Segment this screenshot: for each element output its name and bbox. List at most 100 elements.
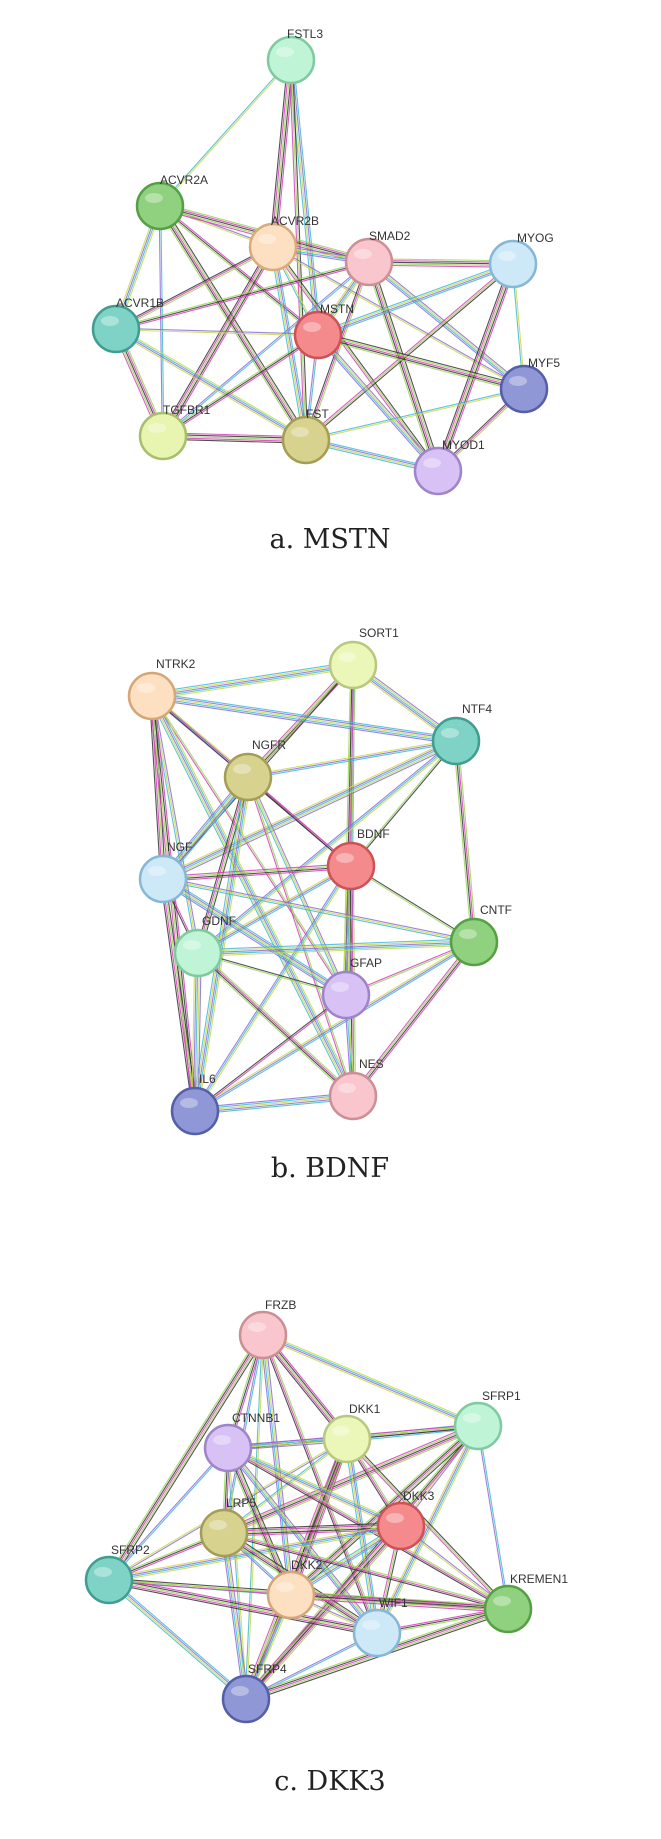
node-tgfbr1[interactable] — [138, 411, 188, 461]
node-label-sort1: SORT1 — [359, 626, 399, 640]
node-acvr1b[interactable] — [91, 304, 141, 354]
node-highlight — [291, 427, 309, 437]
node-lrp5[interactable] — [199, 1508, 249, 1558]
node-myf5[interactable] — [499, 364, 549, 414]
bdnf-edges — [148, 661, 477, 1115]
node-mstn[interactable] — [293, 310, 343, 360]
edge-bdnf-gdnf — [196, 864, 353, 955]
node-label-bdnf: BDNF — [357, 827, 390, 841]
edge-ctnnb1-sfrp4 — [226, 1447, 248, 1700]
node-label-ntf4: NTF4 — [462, 702, 492, 716]
node-label-tgfbr1: TGFBR1 — [163, 403, 211, 417]
edge-dkk1-sfrp4 — [242, 1437, 351, 1701]
node-highlight — [101, 316, 119, 326]
edge-frzb-sfrp1 — [261, 1332, 480, 1429]
node-highlight — [94, 1567, 112, 1577]
node-label-ngfr: NGFR — [252, 738, 286, 752]
node-ctnnb1[interactable] — [203, 1423, 253, 1473]
edge-ngfr-nes — [246, 776, 355, 1097]
node-kremen1[interactable] — [483, 1584, 533, 1634]
node-cntf[interactable] — [449, 917, 499, 967]
node-label-fst: FST — [306, 407, 329, 421]
node-label-gdnf: GDNF — [202, 914, 236, 928]
node-frzb[interactable] — [238, 1310, 288, 1360]
node-sfrp2[interactable] — [84, 1555, 134, 1605]
edge-smad2-tgfbr1 — [162, 260, 370, 438]
edge-myog-myod1 — [434, 262, 517, 473]
node-ngfr[interactable] — [223, 752, 273, 802]
edge-ntf4-ngfr — [247, 738, 457, 780]
node-smad2[interactable] — [344, 237, 394, 287]
edge-dkk2-kremen1 — [290, 1591, 509, 1613]
edge-mstn-myf5 — [317, 331, 525, 393]
node-gdnf[interactable] — [173, 928, 223, 978]
edge-ntrk2-ntf4 — [151, 692, 457, 745]
node-myod1[interactable] — [413, 446, 463, 496]
edge-ngf-cntf — [162, 876, 475, 945]
node-highlight — [509, 376, 527, 386]
node-highlight — [493, 1596, 511, 1606]
edge-acvr1b-mstn — [115, 327, 319, 337]
edge-mstn-myod1 — [315, 333, 441, 473]
edge-ntrk2-gdnf — [149, 695, 201, 954]
node-label-kremen1: KREMEN1 — [510, 1572, 568, 1586]
node-label-frzb: FRZB — [265, 1298, 296, 1312]
node-wif1[interactable] — [352, 1608, 402, 1658]
edge-frzb-sfrp2 — [105, 1333, 267, 1582]
edge-acvr2b-tgfbr1 — [159, 245, 277, 438]
node-myog[interactable] — [488, 239, 538, 289]
node-dkk1[interactable] — [322, 1414, 372, 1464]
node-gfap[interactable] — [321, 970, 371, 1020]
node-label-ngf: NGF — [167, 840, 192, 854]
node-highlight — [354, 249, 372, 259]
node-ntf4[interactable] — [431, 716, 481, 766]
node-acvr2b[interactable] — [248, 222, 298, 272]
node-label-myf5: MYF5 — [528, 356, 560, 370]
caption-bdnf: b. BDNF — [271, 1153, 389, 1184]
node-label-sfrp2: SFRP2 — [111, 1543, 150, 1557]
node-ntrk2[interactable] — [127, 671, 177, 721]
node-dkk2[interactable] — [266, 1570, 316, 1620]
node-sort1[interactable] — [328, 640, 378, 690]
edge-mstn-tgfbr1 — [161, 333, 320, 438]
edge-frzb-wif1 — [260, 1334, 380, 1634]
node-highlight — [441, 728, 459, 738]
node-bdnf[interactable] — [326, 841, 376, 891]
edge-ctnnb1-dkk3 — [226, 1445, 403, 1529]
edge-gdnf-nes — [195, 950, 356, 1099]
node-highlight — [331, 982, 349, 992]
node-nes[interactable] — [328, 1071, 378, 1121]
caption-mstn: a. MSTN — [269, 524, 390, 555]
node-acvr2a[interactable] — [135, 181, 185, 231]
node-highlight — [459, 929, 477, 939]
caption-dkk3: c. DKK3 — [274, 1766, 385, 1797]
edge-cntf-nes — [350, 940, 477, 1098]
edge-wif1-sfrp4 — [245, 1631, 378, 1701]
node-il6[interactable] — [170, 1086, 220, 1136]
edge-dkk3-sfrp4 — [243, 1523, 404, 1702]
node-fst[interactable] — [281, 415, 331, 465]
node-label-dkk1: DKK1 — [349, 1402, 381, 1416]
node-sfrp1[interactable] — [453, 1401, 503, 1451]
node-dkk3[interactable] — [376, 1501, 426, 1551]
edge-acvr2b-fst — [270, 246, 309, 441]
node-label-acvr2a: ACVR2A — [160, 173, 208, 187]
node-label-sfrp1: SFRP1 — [482, 1389, 521, 1403]
edge-ctnnb1-sfrp2 — [107, 1447, 230, 1581]
edge-sfrp1-kremen1 — [476, 1425, 510, 1610]
edge-myog-fst — [304, 262, 515, 442]
node-label-nes: NES — [359, 1057, 384, 1071]
edge-ntf4-ngf — [161, 737, 458, 883]
node-highlight — [463, 1413, 481, 1423]
edge-smad2-acvr1b — [115, 259, 370, 332]
node-label-gfap: GFAP — [350, 956, 382, 970]
node-highlight — [362, 1620, 380, 1630]
node-sfrp4[interactable] — [221, 1674, 271, 1724]
node-fstl3[interactable] — [266, 35, 316, 85]
node-ngf[interactable] — [138, 854, 188, 904]
node-label-myog: MYOG — [517, 231, 554, 245]
edge-nes-il6 — [194, 1092, 354, 1115]
edge-gfap-il6 — [194, 993, 347, 1113]
